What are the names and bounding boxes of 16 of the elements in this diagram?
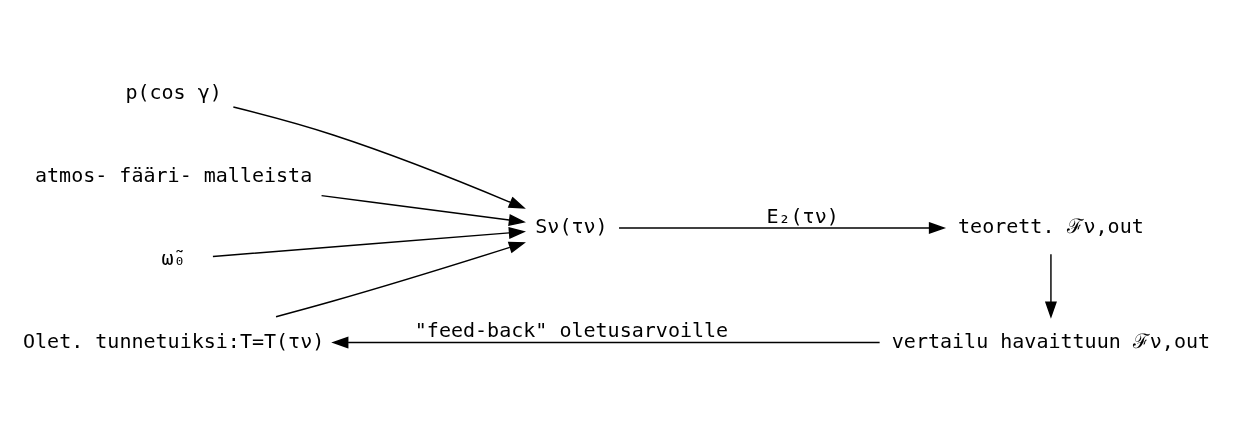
node-text: teorett. ℱν,out <box>958 213 1144 238</box>
node-text: p(cos γ) <box>125 79 222 104</box>
node-text: vertailu havaittuun ℱν,out <box>891 328 1211 353</box>
node-text: ω̃₀ <box>161 245 186 270</box>
node-text: atmos- fääri- malleista <box>35 162 313 187</box>
arrow <box>618 221 947 234</box>
arrow <box>232 105 526 209</box>
node-text: Olet. tunnetuiksi:T=T(τν) <box>22 328 325 353</box>
arrow <box>275 241 526 317</box>
arrow <box>331 336 881 349</box>
edge-label: E₂(τν) <box>766 203 839 228</box>
node-text: Sν(τν) <box>535 213 608 238</box>
edge-label: "feed-back" oletusarvoille <box>414 317 729 342</box>
arrow <box>320 194 526 226</box>
arrow <box>1044 253 1057 319</box>
arrow <box>212 226 526 257</box>
